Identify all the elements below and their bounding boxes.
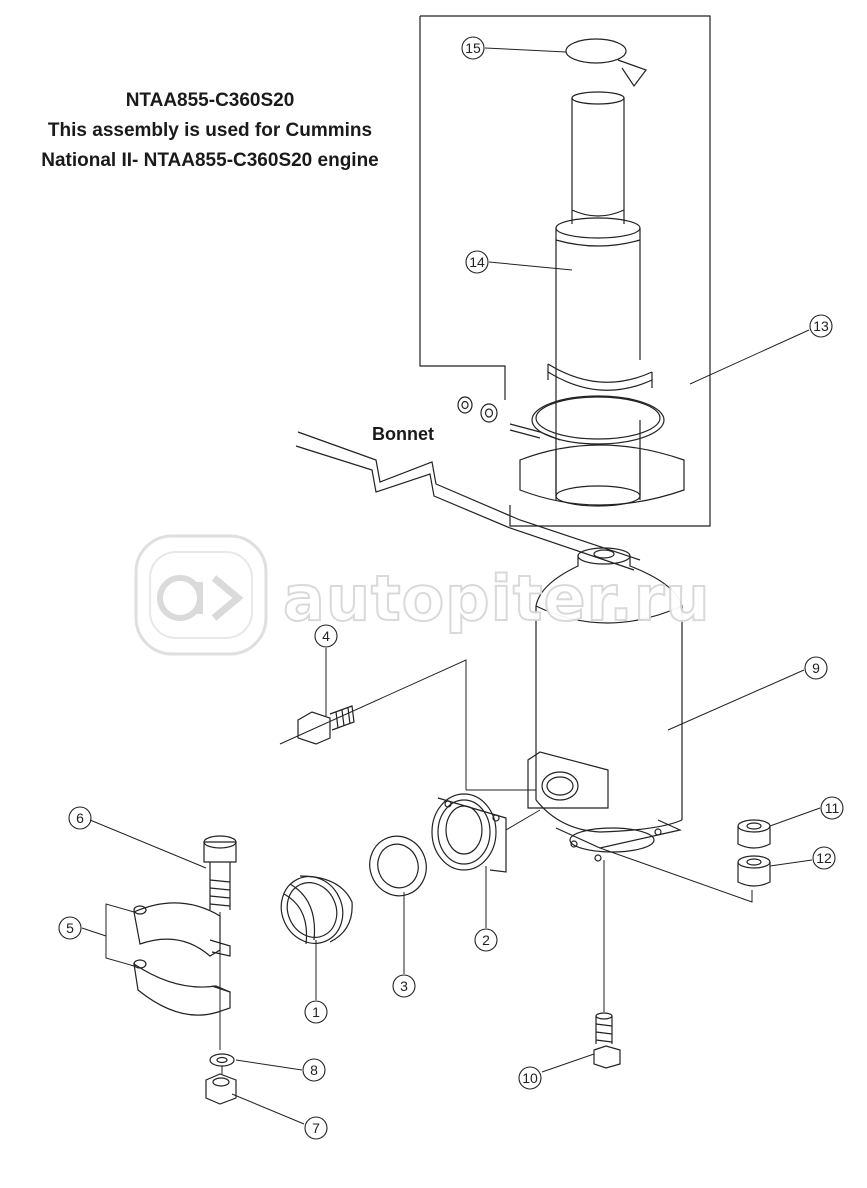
- callout-15: 15: [465, 40, 481, 56]
- callout-11: 11: [825, 800, 840, 816]
- leader-lines: [81, 47, 821, 1125]
- title-line-1: NTAA855-C360S20: [125, 90, 295, 111]
- title-line-2: This assembly is used for Cummins: [47, 120, 373, 141]
- part-5-clamp: [133, 902, 231, 1016]
- callout-7: 7: [312, 1120, 320, 1136]
- bonnet-lines: [295, 431, 641, 571]
- bonnet-label: Bonnet: [372, 424, 434, 444]
- part-7-nut: [205, 1073, 237, 1105]
- part-9-filter-housing: [527, 547, 683, 862]
- bonnet-section-outline: [419, 15, 711, 527]
- callout-1: 1: [312, 1004, 320, 1020]
- watermark-text: autopiter.ru: [282, 561, 711, 636]
- part-2-flange: [431, 793, 507, 873]
- callout-4: 4: [322, 628, 330, 644]
- callout-10: 10: [522, 1070, 538, 1086]
- assembly-lines: [219, 659, 753, 1074]
- callout-5: 5: [66, 920, 74, 936]
- assembly-title: NTAA855-C360S20 This assembly is used fo…: [0, 86, 420, 176]
- callout-14: 14: [469, 254, 485, 270]
- autopiter-logo-icon: [134, 534, 268, 656]
- part-6-bolt: [203, 835, 237, 910]
- callout-6: 6: [76, 810, 84, 826]
- part-1-hose: [280, 875, 353, 945]
- callout-12: 12: [816, 850, 832, 866]
- title-line-3: National II- NTAA855-C360S20 engine: [41, 150, 379, 171]
- part-4-screw: [297, 705, 355, 745]
- callout-13: 13: [813, 318, 829, 334]
- callout-2: 2: [482, 932, 490, 948]
- part-11-nut: [737, 819, 771, 849]
- part-10-bolt: [593, 1012, 621, 1069]
- callout-8: 8: [310, 1062, 318, 1078]
- part-8-washer: [209, 1053, 235, 1067]
- callout-3: 3: [400, 978, 408, 994]
- part-15-cap: [565, 38, 647, 88]
- part-12-nut: [737, 855, 771, 887]
- part-3-gasket: [369, 835, 427, 897]
- small-nuts: [457, 396, 498, 423]
- part-13-clamp-band: [509, 395, 685, 507]
- callout-9: 9: [812, 660, 820, 676]
- callout-circles: [58, 36, 844, 1140]
